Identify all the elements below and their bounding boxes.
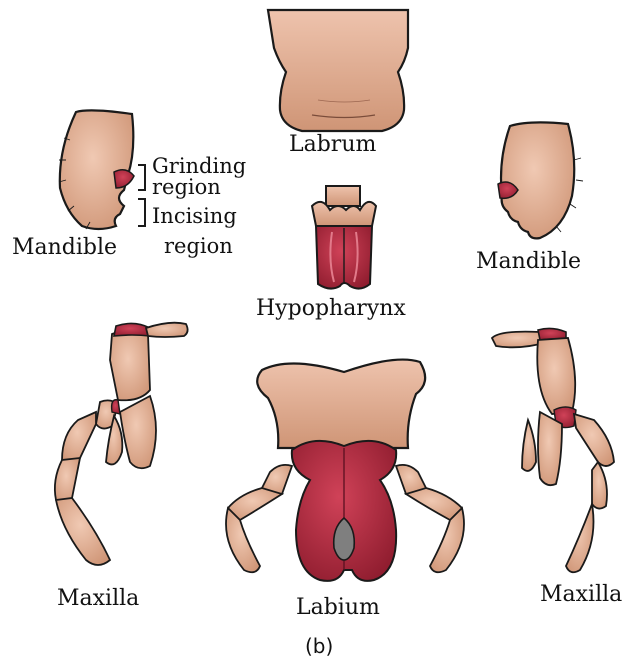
hypopharynx	[312, 186, 376, 289]
figure-caption: (b)	[305, 636, 333, 656]
maxilla-right-label: Maxilla	[540, 584, 622, 606]
maxilla-right	[492, 328, 614, 572]
labrum	[268, 10, 408, 131]
labium	[226, 360, 464, 581]
grinding-region-label-line2: region	[152, 177, 221, 198]
mandible-right-label: Mandible	[476, 251, 581, 273]
mandible-left	[59, 110, 134, 229]
grinding-region-label-line1: Grinding	[152, 156, 246, 177]
maxilla-left-label: Maxilla	[57, 588, 139, 610]
incising-region-label-line2: region	[164, 236, 233, 257]
incising-region-label-line1: Incising	[152, 206, 237, 227]
hypopharynx-label: Hypopharynx	[256, 298, 406, 320]
labrum-label: Labrum	[289, 134, 376, 156]
incising-bracket	[138, 199, 145, 226]
mandible-left-label: Mandible	[12, 237, 117, 259]
grinding-bracket	[138, 165, 145, 190]
mandible-right	[498, 122, 583, 238]
labium-label: Labium	[296, 597, 380, 619]
maxilla-left	[55, 323, 188, 565]
